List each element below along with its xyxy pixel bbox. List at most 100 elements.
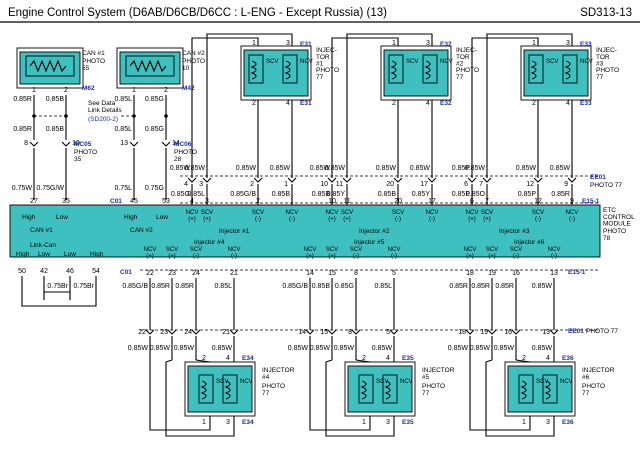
- ecm-pin-function: NCV(+): [304, 247, 317, 259]
- ecm-pin-function: NCV(-): [286, 210, 299, 222]
- injector-wire-label: 0.85W: [532, 345, 553, 352]
- injector-pin: 4: [426, 100, 430, 107]
- ecm-pin-function: SCV(-): [392, 210, 404, 222]
- ee01-pin: 15: [320, 329, 328, 336]
- ecm-pin: 6: [470, 198, 474, 205]
- injector-pin: 3: [286, 40, 290, 47]
- can-wire-label: 0.85G: [145, 126, 164, 133]
- scv-label: SCV: [376, 379, 388, 385]
- connector-chevron: [511, 329, 521, 335]
- injector-wire: [471, 37, 539, 160]
- can-pin: 2: [64, 87, 68, 94]
- mc-wire-label: 0.75L: [114, 185, 132, 192]
- page-title: Engine Control System (D6AB/D6CB/D6CC : …: [8, 7, 387, 19]
- injector-wire-label: 0.85W: [128, 345, 149, 352]
- ee01-pin: 24: [184, 329, 192, 336]
- ecm-module: [9, 204, 601, 258]
- mc-wire-label: 0.75W: [12, 185, 33, 192]
- connector-chevron: [427, 177, 437, 183]
- can-unit-outline: [116, 47, 184, 89]
- injector-connector-top: E31: [300, 41, 312, 48]
- ecm-wire-label: 0.85Y: [412, 191, 431, 198]
- c01-pin: 35: [62, 198, 70, 205]
- ecm-pin-function: SCV(-): [252, 210, 264, 222]
- mc-pin: 8: [24, 140, 28, 147]
- can-low-label: Low: [156, 214, 168, 221]
- can-resistor-icon: [29, 59, 67, 73]
- ecm-pin: 14: [306, 270, 314, 277]
- ncv-label: NCV: [440, 59, 453, 65]
- c01-bottom-pin: 50: [18, 268, 26, 275]
- mc-wire-label: 0.75G/W: [36, 185, 64, 192]
- ecm-pin: 21: [230, 270, 238, 277]
- connector-chevron: [393, 177, 403, 183]
- ecm-pin-function: NCV(-): [566, 210, 579, 222]
- injector-scv-coil-winding: [200, 380, 207, 400]
- injector-scv-coil-frame: [388, 54, 404, 84]
- ee01-pin: 2: [250, 181, 254, 188]
- link-can-pin-label: High: [90, 251, 104, 258]
- scv-label: SCV: [536, 379, 548, 385]
- injector-pin: 1: [392, 40, 396, 47]
- ee01-pin: 9: [564, 181, 568, 188]
- injector-pin: 2: [202, 355, 206, 362]
- ee01-photo: PHOTO 77: [590, 182, 622, 189]
- injector-wire: [149, 360, 211, 431]
- injector-scv-coil: [358, 374, 374, 404]
- can-pin: 2: [164, 87, 168, 94]
- ee01-pin: 10: [320, 181, 328, 188]
- ee01-pin: 11: [336, 181, 343, 188]
- ecm-pin: 23: [168, 270, 176, 277]
- injector-connector-top: E34: [242, 355, 254, 362]
- injector-connector-top: E32: [440, 41, 452, 48]
- can-wire-label: 0.85B: [46, 96, 65, 103]
- link-can-label: Link-Can: [30, 242, 56, 249]
- ecm-wire-label: 0.85R: [471, 283, 490, 290]
- ecm-pin: 11: [343, 198, 350, 205]
- ecm-pin: 16: [512, 270, 520, 277]
- injector-name: INJEC-TOR#1: [316, 47, 337, 68]
- connector-chevron: [187, 177, 197, 183]
- ecm-wire-label: 0.85P: [452, 191, 471, 198]
- ecm-pin-function: SCV(+): [481, 210, 493, 222]
- injector-wire: [355, 359, 371, 363]
- can-unit-box: [119, 51, 181, 85]
- scv-label: SCV: [546, 59, 558, 65]
- injector-ncv-coil-frame: [282, 54, 298, 84]
- can-high-label: High: [22, 214, 36, 221]
- injector-wire: [206, 33, 293, 160]
- ecm-pin-function: SCV(-): [532, 210, 544, 222]
- injector-box: [507, 365, 573, 413]
- ee01-pin: 3: [199, 181, 203, 188]
- c01-bottom-pin: 46: [66, 268, 74, 275]
- c01-bottom-pin: 42: [40, 268, 48, 275]
- injector-box: [187, 365, 253, 413]
- injector-scv-coil: [528, 54, 544, 84]
- ecm-pin: 4: [190, 198, 194, 205]
- connector-chevron: [549, 329, 559, 335]
- connector-chevron: [351, 329, 361, 335]
- injector-wire-label: 0.85W: [516, 165, 537, 172]
- ecm-pin: 19: [488, 270, 496, 277]
- scv-label: SCV: [216, 379, 228, 385]
- connector-chevron: [167, 329, 177, 335]
- ecm-pin: 18: [466, 270, 474, 277]
- ecm-wire-label: 0.85Y: [327, 191, 346, 198]
- connector-chevron: [305, 329, 315, 335]
- ecm-wire-label: 0.85O: [466, 191, 486, 198]
- ecm-pin-function: NCV(-): [426, 210, 439, 222]
- mc-pin: 14: [172, 140, 180, 147]
- ecm-pin-function: NCV(+): [186, 210, 199, 222]
- connector-chevron: [327, 329, 337, 335]
- injector-wire: [191, 37, 259, 160]
- injector-pin: 3: [386, 419, 390, 426]
- ecm-wire-label: 0.85L: [374, 283, 392, 290]
- injector-outline: [504, 361, 576, 417]
- injector-group-label: Injector #5: [354, 239, 385, 246]
- injector-scv-coil: [198, 374, 214, 404]
- injector-box: [243, 49, 309, 97]
- injector-wire: [486, 33, 573, 160]
- mc-wire-label: 0.75G: [145, 185, 164, 192]
- ee01-pin: 21: [222, 329, 230, 336]
